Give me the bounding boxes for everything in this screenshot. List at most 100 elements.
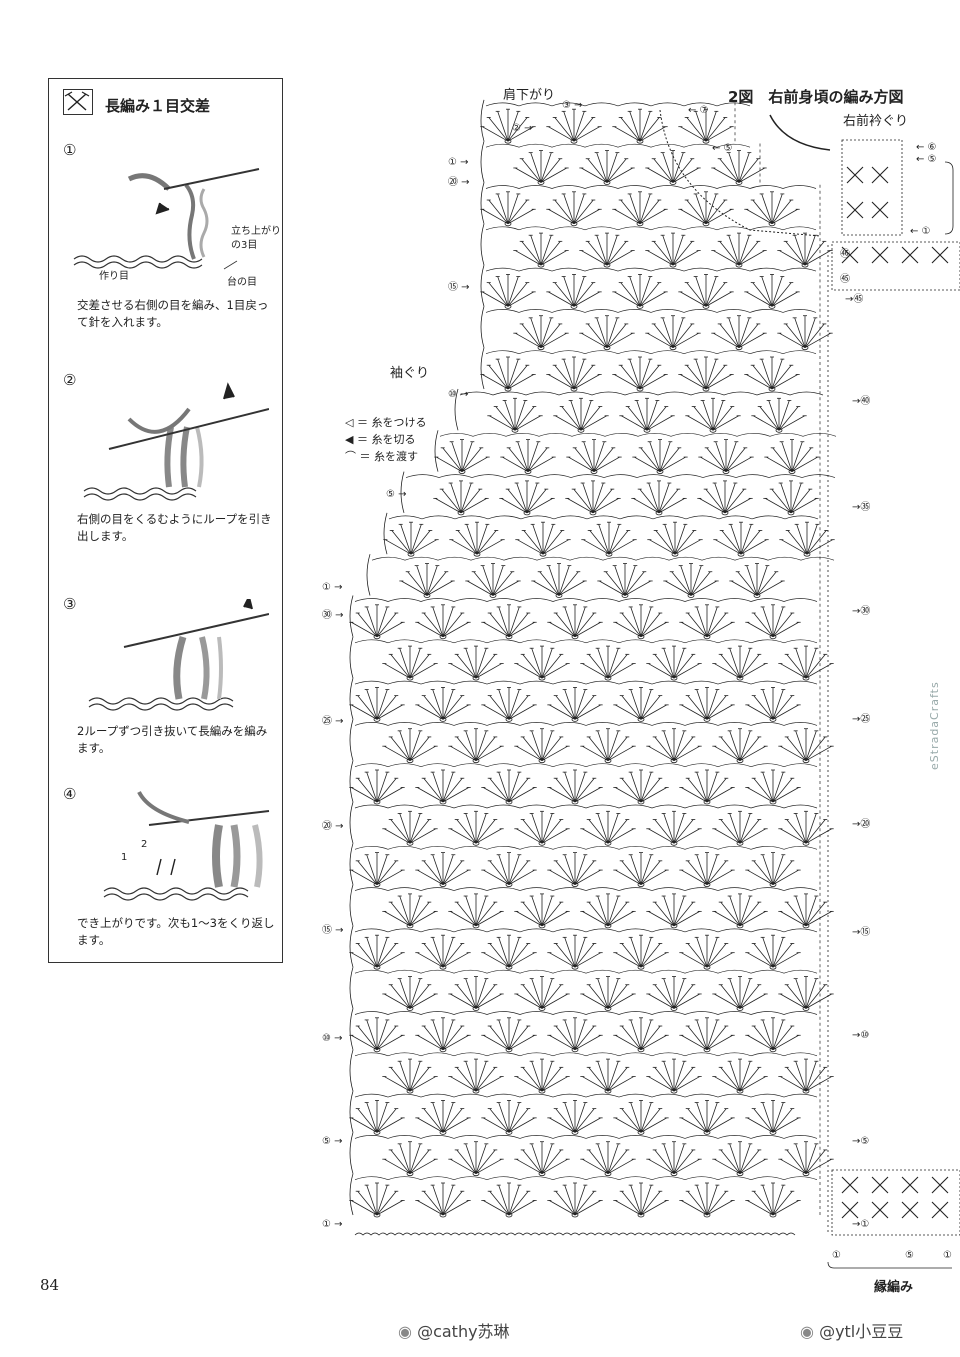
chain-arc	[584, 102, 619, 107]
chain-arc	[485, 143, 520, 148]
stitch-instruction-panel: 長編み１目交差 ① 立ち上がり の3目 作り目 台の目 交差させる右側の目を編み…	[48, 78, 283, 963]
neck-row-marker: ← ⑥	[916, 142, 937, 153]
chain-arc	[716, 350, 751, 355]
chain-arc	[750, 763, 785, 768]
shell-stitch	[481, 852, 537, 887]
chain-arc	[453, 928, 488, 933]
chain-arc	[591, 391, 626, 396]
chain-arc	[651, 1052, 686, 1057]
chain-arc	[650, 309, 685, 313]
shell-stitch	[349, 1182, 405, 1218]
chain-arc	[485, 309, 520, 313]
shell-stitch	[612, 273, 668, 309]
turning-chain	[349, 884, 354, 927]
shell-stitch	[487, 397, 543, 433]
shell-stitch	[448, 728, 504, 764]
shell-stitch	[745, 1182, 801, 1218]
bottom-marker: ⑤	[905, 1250, 914, 1261]
shell-stitch	[613, 1100, 669, 1135]
step-1-text: 交差させる右側の目を編み、1目戻って針を入れます。	[77, 298, 269, 329]
chain-arc	[651, 928, 686, 933]
shell-stitch	[415, 769, 471, 805]
right-row-marker: →⑩	[852, 1030, 870, 1041]
chain-arc	[552, 887, 587, 891]
chain-arc	[670, 432, 705, 437]
shell-stitch	[763, 480, 819, 516]
chain-arc	[492, 391, 527, 396]
chain-arc	[651, 1011, 686, 1015]
chain-arc	[669, 474, 704, 478]
turning-chain	[454, 388, 459, 431]
credit-1: ◉ @cathy苏琳	[398, 1322, 510, 1341]
shell-stitch	[514, 728, 570, 764]
shell-stitch	[566, 439, 622, 475]
chain-arc	[437, 556, 472, 561]
chain-arc	[519, 928, 554, 933]
chain-arc	[387, 969, 422, 974]
shell-stitch	[745, 604, 801, 640]
chain-arc	[552, 928, 587, 933]
top-row-marker: ② →	[512, 123, 533, 134]
chain-arc	[783, 1052, 818, 1057]
shell-stitch	[612, 356, 668, 392]
shell-stitch	[513, 315, 569, 351]
step-4-illustration	[103, 790, 270, 901]
chain-arc	[683, 309, 718, 313]
chain-arc	[485, 102, 520, 107]
chain-arc	[617, 226, 652, 231]
chain-arc	[551, 267, 586, 272]
shell-stitch	[745, 852, 801, 887]
shell-stitch	[679, 1017, 735, 1053]
shell-stitch	[547, 604, 603, 640]
shell-stitch	[448, 810, 504, 846]
shell-stitch	[547, 687, 603, 722]
chain-arc	[453, 1052, 488, 1057]
shell-stitch	[382, 893, 438, 929]
chain-arc	[783, 969, 818, 974]
right-row-marker: →⑮	[852, 927, 871, 938]
chain-arc	[519, 1135, 554, 1139]
chain-arc	[783, 845, 818, 850]
chain-arc	[617, 309, 652, 313]
shell-stitch	[531, 563, 587, 598]
chain-arc	[636, 474, 671, 478]
shell-stitch	[712, 893, 768, 929]
shell-stitch	[581, 521, 637, 557]
shell-stitch	[481, 934, 537, 970]
chain-arc	[585, 887, 620, 891]
chain-arc	[783, 804, 818, 809]
foundation-chain	[354, 1232, 796, 1236]
shell-stitch	[481, 1017, 537, 1053]
step-2-number: ②	[63, 371, 77, 389]
chain-arc	[420, 763, 455, 768]
chain-arc	[750, 680, 785, 685]
shell-stitch	[448, 893, 504, 929]
shell-stitch	[646, 1058, 702, 1094]
chain-arc	[716, 185, 751, 189]
chain-arc	[518, 226, 553, 231]
shell-stitch	[349, 852, 405, 887]
chain-arc	[783, 1135, 818, 1139]
chain-arc	[685, 515, 720, 520]
turning-chain	[349, 1173, 354, 1216]
turning-chain	[480, 182, 485, 224]
shell-stitch	[499, 480, 555, 516]
crossed-dc-stitch	[841, 246, 859, 264]
chain-arc	[783, 1011, 818, 1015]
chain-arc	[354, 845, 389, 850]
chain-arc	[485, 350, 520, 355]
crossed-dc-symbol-icon	[63, 89, 93, 115]
shell-stitch	[553, 397, 609, 433]
chain-arc	[485, 267, 520, 272]
chain-arc	[618, 598, 653, 602]
chain-arc	[486, 1176, 521, 1181]
shell-stitch	[547, 852, 603, 887]
chain-arc	[354, 1176, 389, 1181]
shell-stitch	[580, 810, 636, 846]
chain-arc	[552, 763, 587, 768]
neckline-label: 右前衿ぐり	[843, 114, 909, 129]
chain-arc	[784, 515, 819, 520]
turning-chain	[480, 306, 485, 348]
chain-arc	[585, 1135, 620, 1139]
turning-chain	[349, 801, 354, 844]
